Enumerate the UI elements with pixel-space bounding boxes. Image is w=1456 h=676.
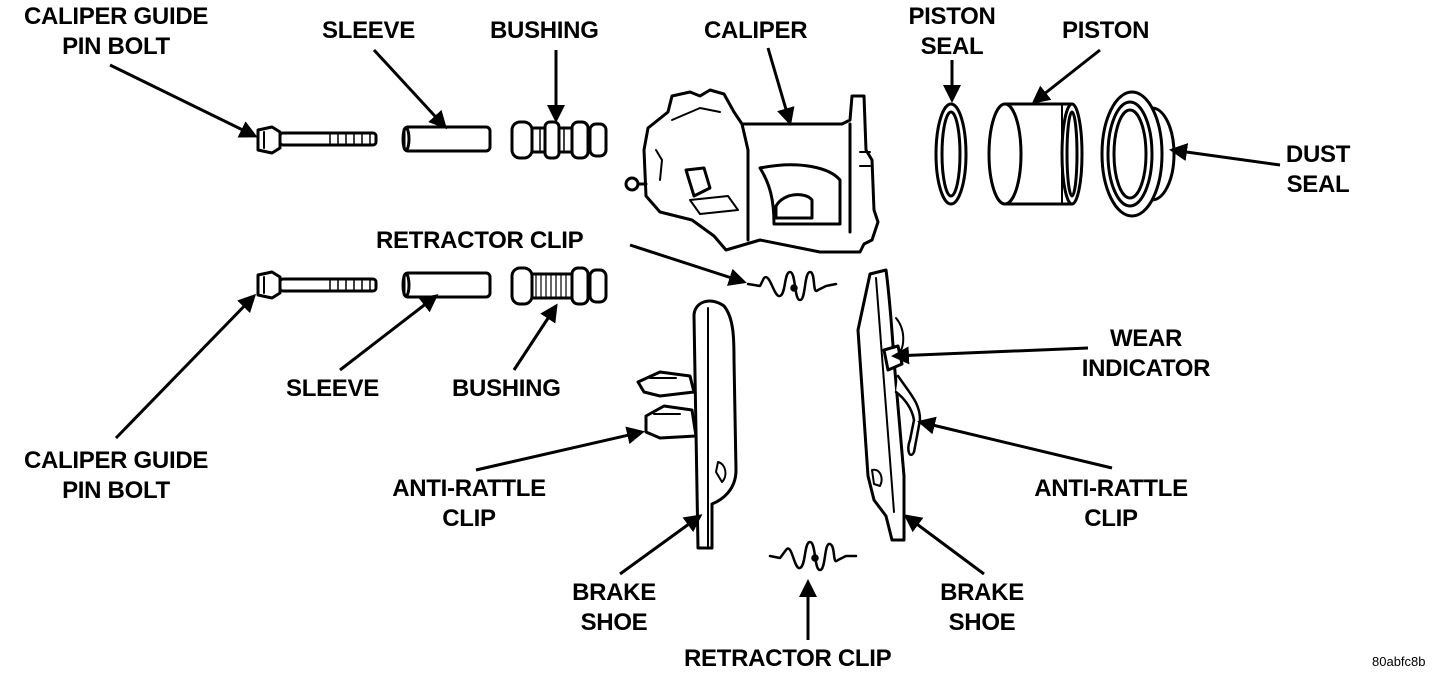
figure-reference-code: 80abfc8b — [1372, 654, 1426, 669]
label-sleeve-top: SLEEVE — [322, 17, 415, 44]
arrow-brake-shoe-right — [903, 514, 985, 576]
label-line: ANTI-RATTLE — [1034, 475, 1188, 502]
label-line: WEAR — [1109, 325, 1183, 352]
arrow-wear-indicator — [891, 346, 1089, 365]
arrow-sleeve-top — [372, 48, 448, 130]
label-line: ANTI-RATTLE — [392, 475, 546, 502]
label-caliper: CALIPER — [704, 17, 808, 44]
label-retractor-clip-top: RETRACTOR CLIP — [376, 227, 584, 254]
label-sleeve-bottom: SLEEVE — [286, 375, 379, 402]
sleeve-bottom — [401, 271, 492, 299]
guide-pin-bolt-bottom — [256, 270, 378, 300]
arrow-piston — [1031, 48, 1101, 104]
retractor-clip-bottom — [768, 540, 858, 572]
label-bushing-top: BUSHING — [490, 17, 599, 44]
label-dust-seal: DUST SEAL — [1276, 140, 1360, 200]
label-caliper-guide-pin-bolt-bottom: CALIPER GUIDE PIN BOLT — [4, 446, 228, 506]
label-bushing-bottom: BUSHING — [452, 375, 561, 402]
label-line: CLIP — [1084, 505, 1138, 532]
label-anti-rattle-clip-right: ANTI-RATTLE CLIP — [1014, 474, 1208, 534]
label-line: SEAL — [1286, 171, 1350, 198]
arrow-bushing-bottom — [512, 303, 558, 371]
label-line: PIN BOLT — [62, 477, 170, 504]
label-line: INDICATOR — [1081, 355, 1211, 382]
label-anti-rattle-clip-left: ANTI-RATTLE CLIP — [372, 474, 566, 534]
guide-pin-bolt-top — [256, 125, 378, 155]
label-piston-seal: PISTON SEAL — [890, 2, 1014, 62]
arrow-retractor-clip-top — [629, 243, 747, 286]
dust-seal — [1100, 90, 1176, 218]
bushing-bottom — [510, 266, 608, 306]
label-brake-shoe-right: BRAKE SHOE — [934, 578, 1030, 638]
arrow-dust-seal — [1169, 143, 1281, 167]
arrow-anti-rattle-left — [475, 426, 645, 472]
sleeve-top — [401, 125, 492, 153]
label-line: BRAKE — [572, 579, 656, 606]
label-line: CALIPER GUIDE — [23, 447, 209, 474]
label-piston: PISTON — [1062, 17, 1150, 44]
leader-arrows — [109, 47, 1281, 640]
label-line: SHOE — [580, 609, 648, 636]
label-line: BRAKE — [940, 579, 1024, 606]
bushing-top — [510, 120, 608, 160]
arrow-sleeve-bottom — [339, 294, 439, 372]
label-retractor-clip-bottom: RETRACTOR CLIP — [684, 645, 892, 672]
label-wear-indicator: WEAR INDICATOR — [1072, 324, 1220, 384]
brake-shoe-right — [856, 268, 922, 542]
arrow-guide-pin-bolt-bottom — [114, 293, 257, 440]
label-line: PIN BOLT — [62, 33, 170, 60]
piston — [987, 102, 1084, 206]
arrow-anti-rattle-right — [917, 416, 1113, 470]
caliper-body — [624, 88, 880, 254]
arrow-caliper — [766, 47, 795, 126]
label-line: PISTON — [908, 3, 996, 30]
label-line: SEAL — [920, 33, 984, 60]
label-line: SHOE — [948, 609, 1016, 636]
brake-shoe-left — [636, 299, 738, 550]
label-caliper-guide-pin-bolt-top: CALIPER GUIDE PIN BOLT — [4, 2, 228, 62]
retractor-clip-top — [746, 270, 838, 302]
label-line: CLIP — [442, 505, 496, 532]
arrow-guide-pin-bolt-top — [109, 63, 258, 138]
label-brake-shoe-left: BRAKE SHOE — [566, 578, 662, 638]
arrow-brake-shoe-left — [619, 514, 703, 576]
label-line: DUST — [1285, 141, 1351, 168]
piston-seal — [934, 102, 968, 206]
label-line: CALIPER GUIDE — [23, 3, 209, 30]
